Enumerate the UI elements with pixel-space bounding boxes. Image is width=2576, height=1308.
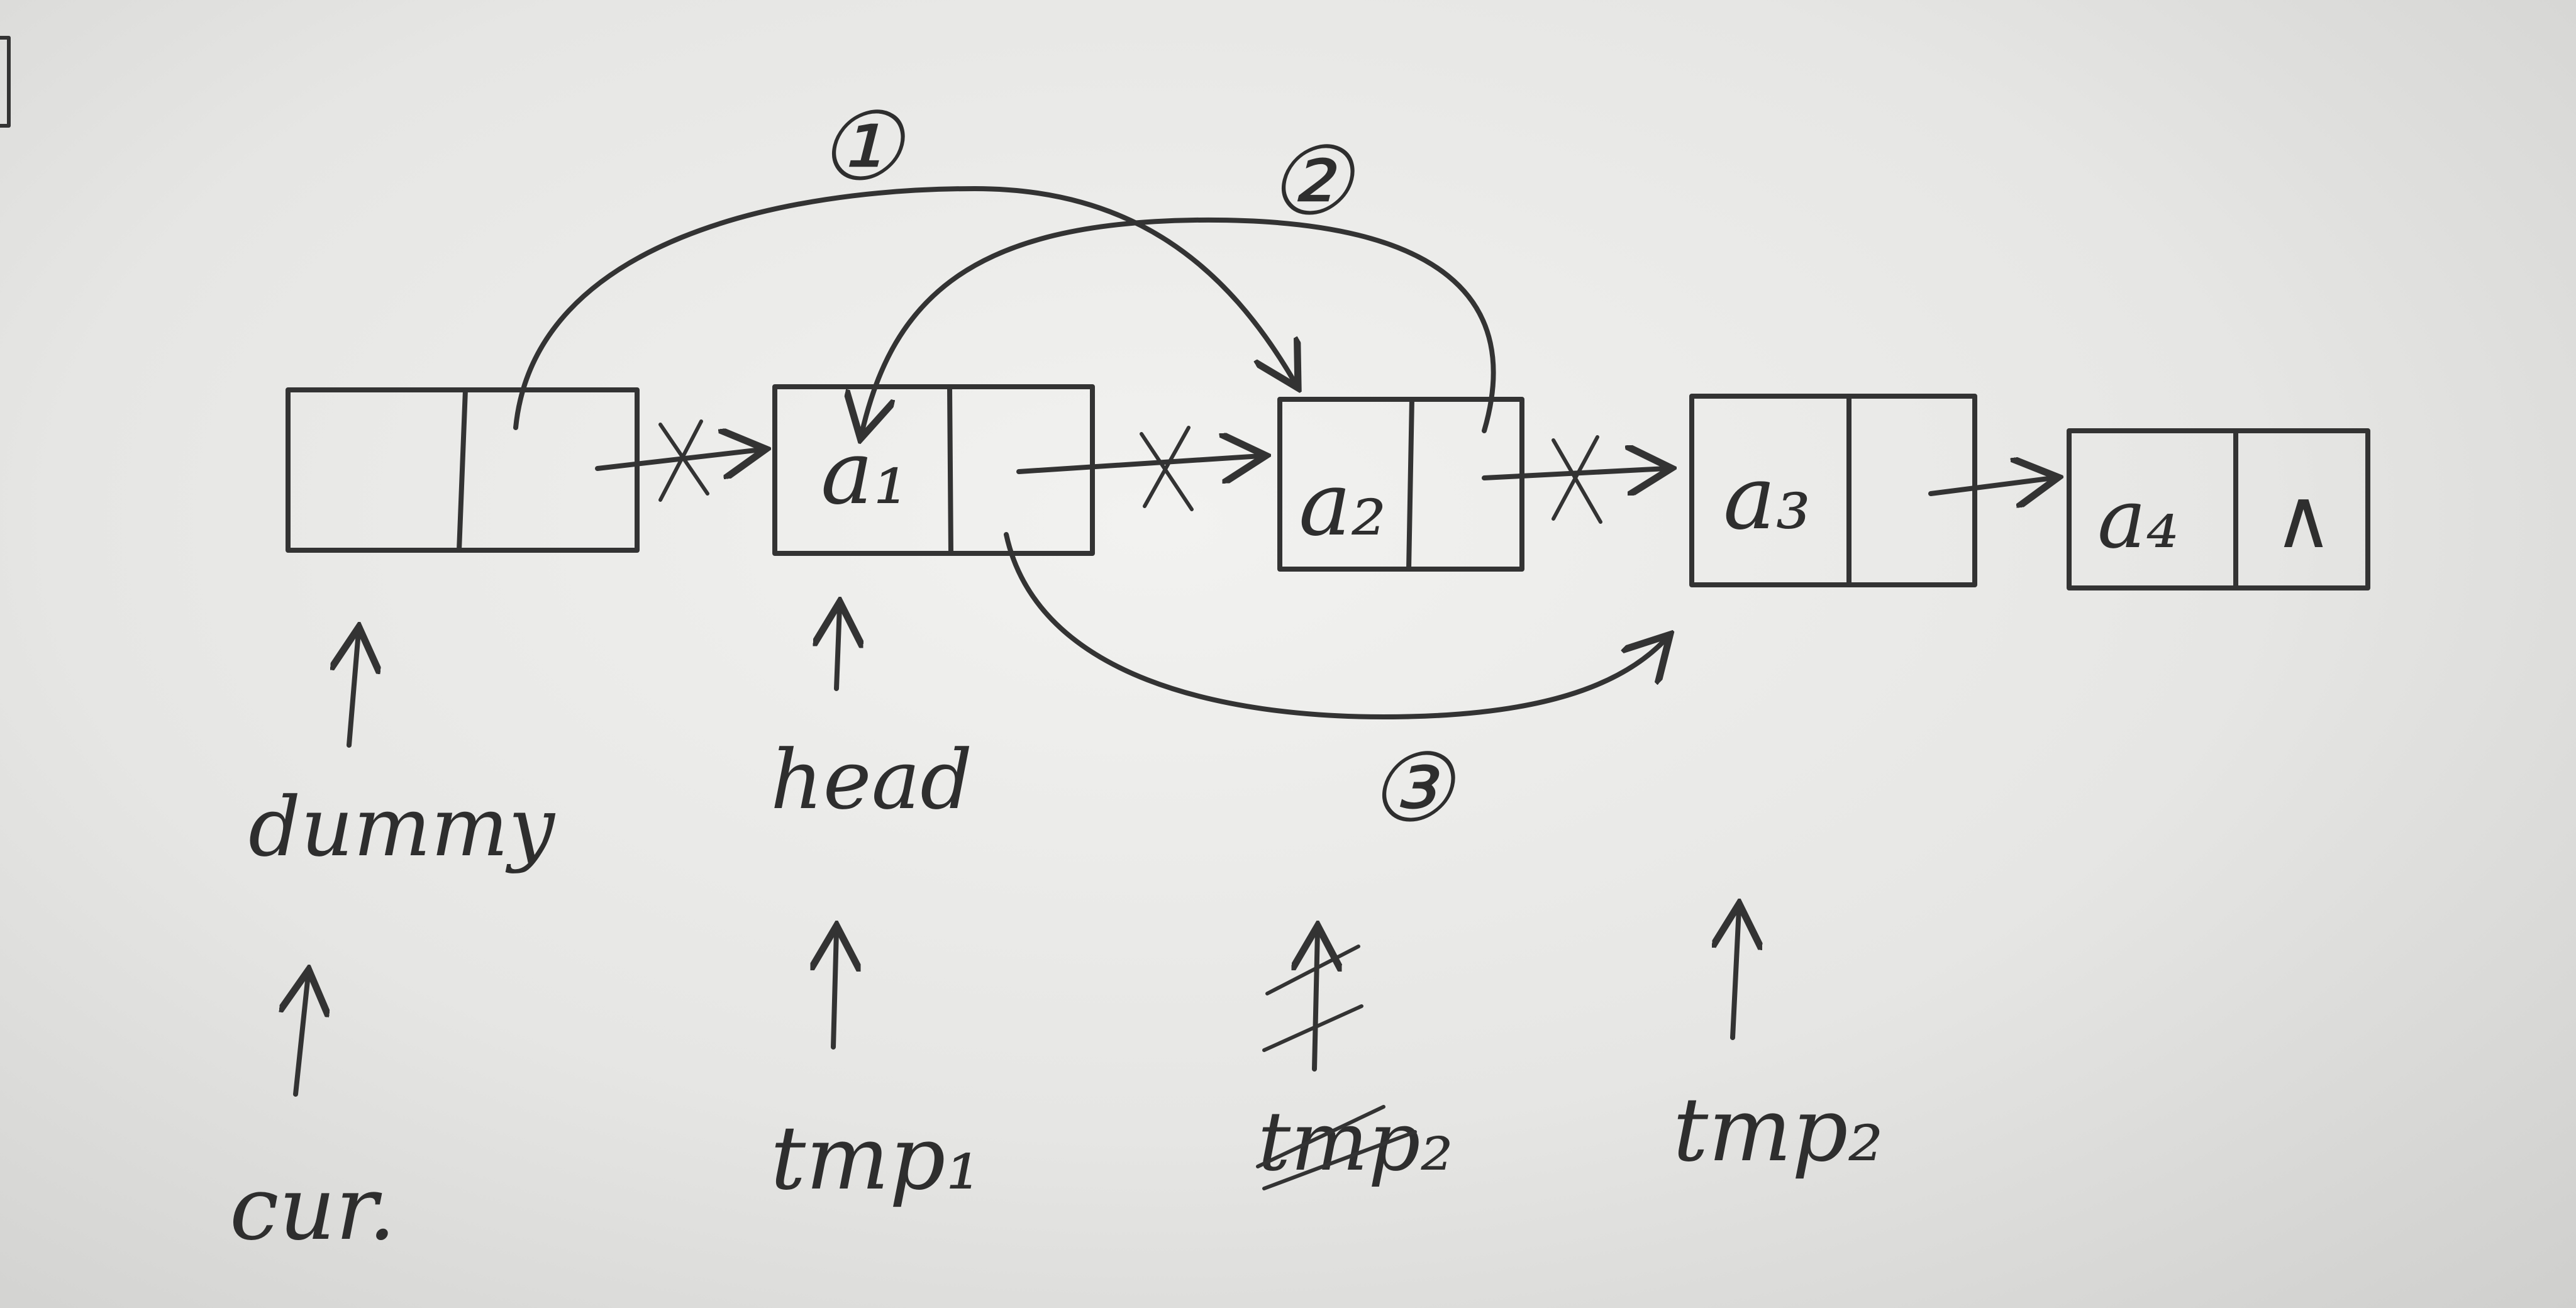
pointer-dummy-label: dummy bbox=[248, 779, 555, 875]
node-a4: a₄ ∧ bbox=[2067, 428, 2370, 590]
pointer-tmp2: tmp₂ bbox=[1673, 909, 1884, 1182]
node-a3: a₃ bbox=[1689, 394, 1977, 587]
pointer-head-label: head bbox=[770, 732, 972, 828]
pointer-tmp2-crossed-label: tmp₂ bbox=[1258, 1094, 1453, 1189]
dummy-node bbox=[286, 387, 640, 553]
node-a4-value: a₄ bbox=[2097, 471, 2179, 567]
margin-mark bbox=[0, 36, 11, 128]
old-link-a2-a3 bbox=[1482, 435, 1667, 524]
node-a2: a₂ bbox=[1277, 397, 1524, 572]
pointer-tmp1: tmp₁ bbox=[770, 931, 981, 1210]
pointer-cur: cur. bbox=[230, 975, 396, 1260]
step1-arrow bbox=[513, 186, 1296, 430]
node-a2-value: a₂ bbox=[1299, 453, 1387, 556]
pointer-tmp1-label: tmp₁ bbox=[770, 1107, 981, 1210]
pointer-tmp2-crossed: tmp₂ bbox=[1256, 931, 1453, 1190]
step1-label: ① bbox=[818, 92, 906, 202]
pointer-cur-label: cur. bbox=[230, 1158, 396, 1260]
svg-text:③: ③ bbox=[1368, 734, 1457, 843]
node-a1-value: a₁ bbox=[821, 422, 909, 524]
step3-arrow bbox=[1004, 532, 1667, 719]
step2-label: ② bbox=[1267, 127, 1356, 236]
node-a3-value: a₃ bbox=[1723, 447, 1811, 550]
node-a4-null: ∧ bbox=[2273, 471, 2333, 567]
old-link-a1-a2 bbox=[1016, 426, 1261, 511]
pointer-head: head bbox=[770, 607, 972, 828]
link-a3-a4 bbox=[1928, 478, 2053, 494]
node-a1: a₁ bbox=[772, 384, 1095, 556]
svg-text:①: ① bbox=[818, 92, 906, 202]
pointer-tmp2-label: tmp₂ bbox=[1673, 1079, 1884, 1182]
svg-text:②: ② bbox=[1267, 127, 1356, 236]
step2-arrow bbox=[862, 217, 1496, 434]
pointer-dummy: dummy bbox=[248, 632, 555, 875]
step3-label: ③ bbox=[1368, 734, 1457, 843]
old-link-dummy-a1 bbox=[595, 419, 761, 502]
